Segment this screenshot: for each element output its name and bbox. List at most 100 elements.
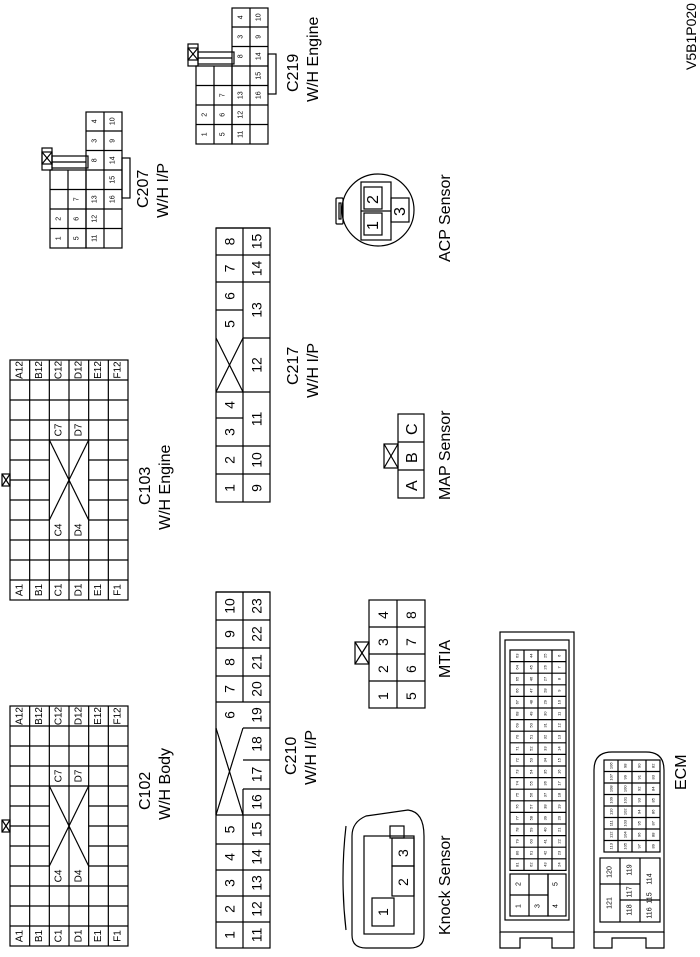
ecm-pin-b: 117 (627, 886, 634, 897)
ecm-pin-d: 103 (623, 819, 628, 826)
c210-pin: 23 (249, 598, 265, 614)
ecm-pin-b: 114 (647, 873, 654, 884)
row-end-label: E12 (93, 361, 104, 379)
c219-pin: 10 (256, 13, 263, 21)
ecm-pin-b: 119 (627, 864, 634, 875)
ecm-pin-c: 17 (557, 780, 562, 785)
row-start-label: D1 (73, 583, 84, 596)
ecm-pin-c: 50 (529, 722, 534, 727)
c219-pin: 14 (256, 52, 263, 60)
ecm-pin-c: 26 (543, 664, 548, 669)
ecm-pin-b: 116 (647, 907, 654, 918)
ecm-pin-b: 120 (607, 866, 614, 878)
row-end-label: E12 (93, 707, 104, 725)
c219-pin: 8 (238, 54, 245, 58)
c207-pin: 7 (74, 197, 81, 201)
ecm-pin-d: 82 (651, 763, 656, 768)
map-pin-b: B (404, 452, 421, 463)
c217-cross-b (215, 337, 244, 393)
c207-pin: 14 (110, 156, 117, 164)
ecm-pin-d: 102 (623, 808, 628, 815)
mtia-name: MTIA (437, 639, 454, 678)
center-label: C7 (54, 769, 65, 782)
row-start-label: B1 (34, 929, 45, 942)
knock-arc (342, 825, 347, 931)
ecm-pin-d: 94 (637, 809, 642, 814)
ecm-pin-c: 20 (557, 815, 562, 820)
c207-pin: 8 (92, 158, 99, 162)
acp-pin-1: 1 (365, 221, 382, 230)
ecm-pin-d: 109 (609, 796, 614, 803)
c219-pin: 15 (256, 72, 263, 80)
ecm-pin-d: 105 (623, 842, 628, 849)
c219-pin: 6 (220, 113, 227, 117)
ecm-pin-c: 43 (543, 862, 548, 867)
row-end-label: B12 (34, 361, 45, 379)
row-end-label: F12 (113, 707, 124, 725)
ecm-pin-c: 75 (515, 792, 520, 797)
c219-pin: 13 (238, 91, 245, 99)
ecm-pin-d: 112 (609, 831, 614, 838)
c207-pin: 15 (110, 176, 117, 184)
ecm-pin-c: 60 (529, 838, 534, 843)
ecm-right-foot (593, 932, 665, 949)
acp-sensor-name: ACP Sensor (437, 174, 454, 262)
c207-latch-key-x2 (41, 151, 53, 165)
c217-pin: 2 (222, 456, 238, 464)
row-end-label: A12 (14, 361, 25, 379)
c207-pin: 12 (92, 215, 99, 223)
c210-name: C210 (283, 737, 300, 775)
knock-outline (351, 809, 425, 949)
c207-pin: 10 (110, 117, 117, 125)
row-start-label: B1 (34, 583, 45, 596)
c207-pin: 1 (56, 236, 63, 240)
ecm-pin-c: 32 (543, 734, 548, 739)
row-start-label: A1 (14, 583, 25, 596)
ecm-pin-c: 64 (515, 664, 520, 669)
c217-pin: 6 (222, 292, 238, 300)
ecm-pin-d: 87 (651, 820, 656, 825)
ecm-pin-c: 46 (529, 676, 534, 681)
ecm-pinsB-block (599, 857, 661, 923)
ecm-pin-c: 14 (557, 746, 562, 751)
connector-mtia: 1 2 3 4 5 6 7 8 MTIA (354, 599, 454, 709)
ecm-pin-c: 16 (557, 769, 562, 774)
c210-pin: 19 (249, 707, 265, 723)
center-label: C7 (54, 423, 65, 436)
c210-pin: 1 (222, 931, 238, 939)
c219-pin: 1 (202, 132, 209, 136)
c219-name: C219 (285, 54, 302, 92)
c103-harness: W/H Engine (157, 445, 174, 530)
knock-pin3-box (391, 837, 415, 867)
ecm-pin-d: 101 (623, 796, 628, 803)
center-label: C4 (54, 523, 65, 536)
ecm-pin-c: 31 (543, 722, 548, 727)
knock-pin-2: 2 (395, 878, 411, 886)
c102-name: C102 (137, 772, 154, 810)
c210-pin: 22 (249, 626, 265, 642)
ecm-pin-c: 68 (515, 711, 520, 716)
ecm-pin-d: 110 (609, 808, 614, 815)
ecm-pin-c: 27 (543, 676, 548, 681)
grid-key-x2 (1, 819, 11, 833)
ecm-pin-c: 40 (543, 827, 548, 832)
ecm-pin-d: 107 (609, 773, 614, 780)
map-pin-a: A (404, 480, 421, 491)
c210-pin: 9 (222, 630, 238, 638)
ecm-pin-c: 65 (515, 676, 520, 681)
ecm-pin-c: 30 (543, 711, 548, 716)
ecm-pin-c: 78 (515, 827, 520, 832)
ecm-pin-d: 84 (651, 786, 656, 791)
ecm-pin-c: 35 (543, 769, 548, 774)
ecm-left-foot (499, 932, 575, 949)
ecm-pin-c: 13 (557, 734, 562, 739)
figure-code: V5B1P020 (683, 3, 699, 70)
ecm-pin-c: 63 (515, 653, 520, 658)
ecm-pin-c: 70 (515, 734, 520, 739)
ecm-pin-d: 111 (609, 819, 614, 826)
